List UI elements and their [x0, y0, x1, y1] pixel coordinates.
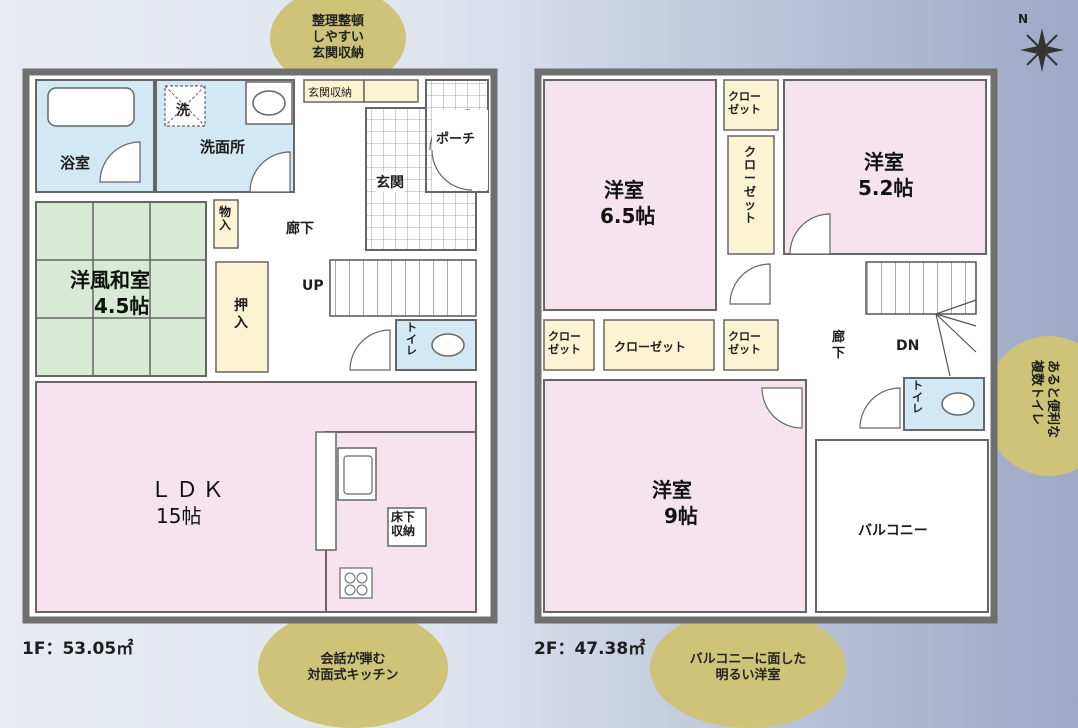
room9-size: 9帖 [664, 504, 698, 528]
closet-c-label: クロー ゼット [728, 330, 761, 357]
room52-size: 5.2帖 [858, 176, 914, 200]
room9-name: 洋室 [652, 478, 692, 502]
ldk-name: ＬＤＫ [150, 478, 229, 503]
balcony-label: バルコニー [858, 523, 928, 539]
compass-icon [1020, 28, 1064, 72]
corridor-label: 廊下 [286, 221, 314, 237]
floor2-area: 2F：47.38㎡ [534, 639, 646, 659]
oshiire-label: 押 入 [234, 298, 248, 331]
room52-name: 洋室 [864, 150, 904, 174]
ldk-size: 15帖 [156, 504, 202, 528]
room65-size: 6.5帖 [600, 204, 656, 228]
closet-tall-label: ク ロ ー ゼ ッ ト [744, 145, 757, 225]
compass-north-label: N [1018, 12, 1029, 26]
room65-name: 洋室 [604, 178, 644, 202]
entry-storage-label: 玄関収納 [308, 86, 352, 99]
dn-label: DN [896, 338, 920, 354]
washer-label: 洗 [176, 103, 190, 119]
underfloor-storage-label: 床下 収納 [391, 510, 416, 539]
porch-label: ポーチ [436, 132, 476, 147]
toilet2-label: ト イ レ [912, 379, 923, 416]
washitsu [35, 201, 207, 377]
room-9 [543, 379, 807, 613]
floor2-plan [534, 68, 998, 624]
balcony [815, 439, 989, 613]
floor1-area: 1F：53.05㎡ [22, 639, 134, 659]
up-label: UP [302, 278, 324, 294]
washitsu-size: 4.5帖 [94, 294, 150, 318]
closet-long-label: クローゼット [614, 340, 687, 354]
closet-b-label: クロー ゼット [548, 330, 581, 357]
bath-label: 浴室 [60, 154, 91, 172]
toilet1-label: ト イ レ [406, 321, 417, 358]
room-6-5 [543, 79, 717, 311]
callout-toilet [984, 336, 1078, 476]
callout-toilet-text: あると便利な 複数トイレ [1028, 360, 1060, 439]
washitsu-name: 洋風和室 [70, 268, 150, 292]
closet-a-label: クロー ゼット [728, 90, 761, 117]
washroom-label: 洗面所 [200, 138, 246, 156]
storage-label: 物 入 [219, 205, 232, 233]
entrance-label: 玄関 [376, 172, 404, 192]
floor-plan [22, 28, 1064, 624]
corridor2-label: 廊 下 [832, 330, 846, 361]
floor1-plan [22, 68, 498, 624]
